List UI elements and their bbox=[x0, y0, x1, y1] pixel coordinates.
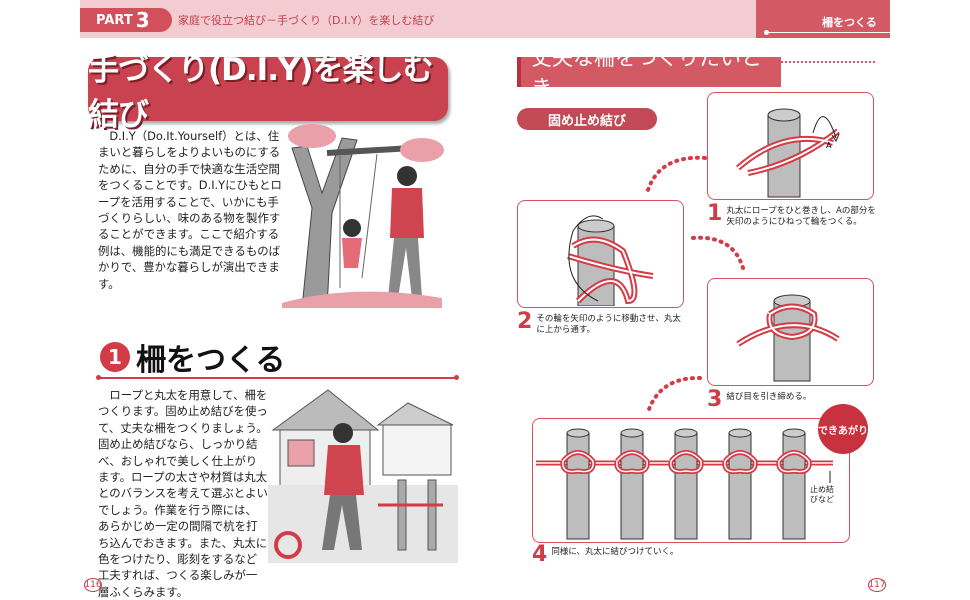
step-number: 2 bbox=[517, 309, 533, 334]
step-2-diagram bbox=[517, 200, 684, 308]
rule-dot bbox=[96, 375, 101, 380]
arrow-step1-to-2 bbox=[646, 155, 707, 192]
step-1: 1 丸太にロープをひと巻きし、Aの部分を矢印のようにひねって輪をつくる。 bbox=[707, 201, 877, 228]
subheading-banner: 丈夫な柵をつくりたいとき bbox=[517, 46, 781, 100]
intro-text: D.I.Y（Do.It.Yourself）とは、住まいと暮らしをよりよいものにす… bbox=[98, 129, 282, 291]
step-text: その輪を矢印のように移動させ、丸太に上から通す。 bbox=[536, 314, 681, 335]
part-number: 3 bbox=[135, 8, 150, 32]
knot-name-badge: 固め止め結び bbox=[517, 108, 657, 130]
fence-post bbox=[728, 428, 752, 540]
fence-building-illustration bbox=[268, 389, 458, 563]
step-text: 同様に、丸太に結びつけていく。 bbox=[551, 547, 679, 557]
step-number: 1 bbox=[707, 201, 723, 226]
section-text: ロープと丸太を用意して、柵をつくります。固め止め結びを使って、丈夫な柵をつくりま… bbox=[98, 388, 268, 599]
header-band bbox=[80, 0, 890, 38]
step-number: 4 bbox=[532, 542, 548, 567]
fence-post bbox=[674, 428, 698, 540]
part-label: PART bbox=[96, 12, 133, 28]
page-title: 手づくり(D.I.Y)を楽しむ結び bbox=[88, 52, 448, 133]
tree-swing-illustration bbox=[282, 124, 444, 308]
section-tab bbox=[756, 0, 890, 38]
step-4: 4 同様に、丸太に結びつけていく。 bbox=[532, 542, 832, 567]
divider-dot bbox=[764, 30, 769, 35]
step-text: 丸太にロープをひと巻きし、Aの部分を矢印のようにひねって輪をつくる。 bbox=[726, 206, 876, 227]
section-rule bbox=[98, 377, 456, 379]
step-1-diagram: A bbox=[707, 92, 874, 200]
fence-post bbox=[782, 428, 806, 540]
label-a: A bbox=[826, 141, 832, 150]
step-2: 2 その輪を矢印のように移動させ、丸太に上から通す。 bbox=[517, 309, 687, 336]
section-tab-label: 柵をつくる bbox=[822, 16, 877, 29]
arrow-step3-to-4 bbox=[646, 375, 702, 414]
step-text: 結び目を引き締める。 bbox=[726, 392, 812, 402]
step-4-diagram bbox=[532, 418, 850, 543]
step-3: 3 結び目を引き締める。 bbox=[707, 387, 877, 412]
arrow-step2-to-3 bbox=[691, 235, 745, 270]
section-title: 柵をつくる bbox=[136, 343, 286, 378]
done-badge: できあがり bbox=[818, 404, 868, 454]
step-3-diagram bbox=[707, 278, 874, 386]
divider bbox=[765, 32, 890, 33]
rule-dot bbox=[454, 375, 459, 380]
section-heading: 1 柵をつくる bbox=[100, 335, 285, 379]
page-number-left: 116 bbox=[84, 578, 102, 592]
dotted-rule bbox=[781, 61, 875, 63]
step-number: 3 bbox=[707, 387, 723, 412]
page-number-right: 117 bbox=[868, 578, 886, 592]
breadcrumb: 家庭で役立つ結び－手づくり（D.I.Y）を楽しむ結び bbox=[178, 14, 435, 27]
fence-post bbox=[620, 428, 644, 540]
fence-post bbox=[566, 428, 590, 540]
section-number: 1 bbox=[100, 342, 130, 372]
stopper-knot-note: 止め結びなど bbox=[810, 485, 834, 504]
